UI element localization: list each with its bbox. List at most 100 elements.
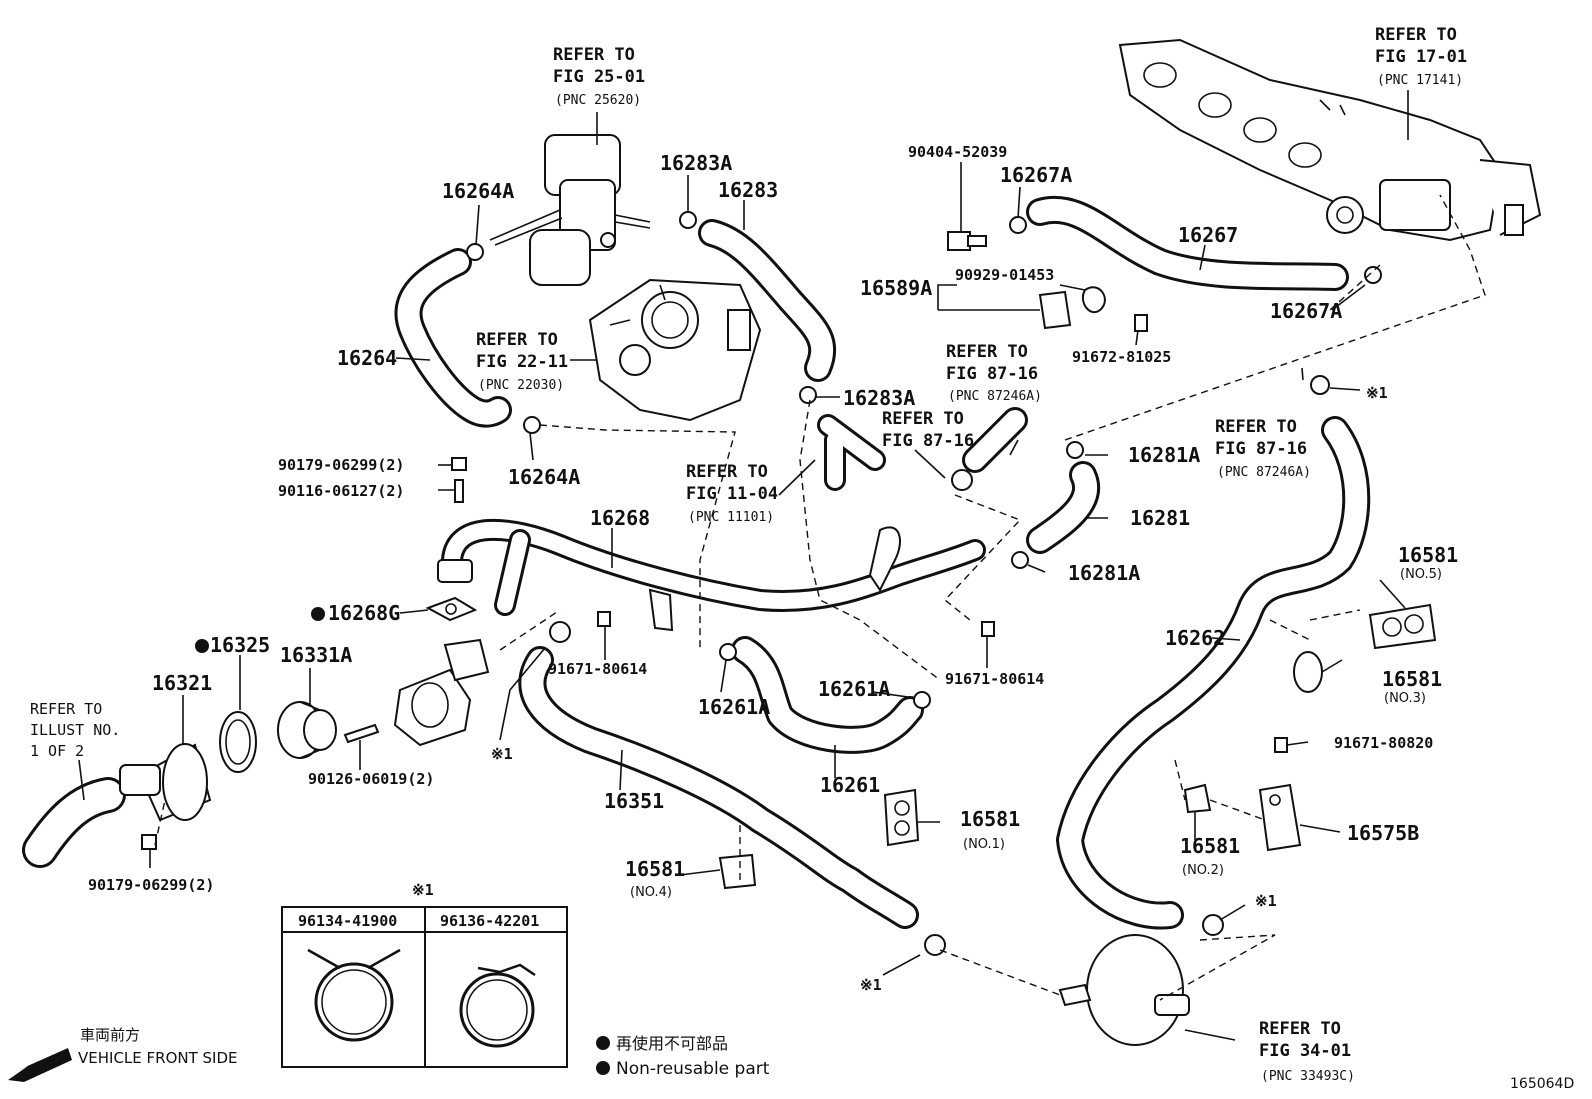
ref-fig-17-01-line1: REFER TO — [1375, 25, 1457, 45]
label-16575b: 16575B — [1347, 821, 1419, 845]
label-no2: (NO.2) — [1182, 863, 1224, 878]
dashed-guides — [154, 194, 1486, 1001]
clamp-table: ※1 96134-41900 96136-42201 — [281, 881, 568, 1068]
oil-cooler — [1058, 934, 1190, 1046]
ref-fig-87-16-c-line3: (PNC 87246A) — [1217, 465, 1311, 480]
label-mark1-b: ※1 — [1366, 384, 1388, 402]
label-16283a-mid: 16283A — [843, 386, 915, 410]
label-90929-01453: 90929-01453 — [955, 266, 1054, 284]
label-16581-no3: 16581 — [1382, 667, 1442, 691]
label-16281: 16281 — [1130, 506, 1190, 530]
ref-fig-22-11-line2: FIG 22-11 — [476, 352, 568, 372]
bolt-90404 — [947, 231, 987, 251]
ref-fig-25-01-line2: FIG 25-01 — [553, 67, 645, 87]
label-91671-80614-b: 91671-80614 — [945, 670, 1044, 688]
label-16281a-bottom: 16281A — [1068, 561, 1140, 585]
label-16267: 16267 — [1178, 223, 1238, 247]
clamp-16581-no2 — [1183, 783, 1212, 814]
legend-non-reusable-jp: 再使用不可部品 — [616, 1034, 728, 1053]
clamp-16581-no3 — [1293, 651, 1323, 693]
ref-fig-17-01-line3: (PNC 17141) — [1377, 73, 1463, 88]
label-16264a-bottom: 16264A — [508, 465, 580, 489]
diagram-code: 165064D — [1510, 1076, 1574, 1092]
spring-clamp-icon-2 — [459, 963, 536, 1048]
bracket-16575b — [1258, 783, 1302, 852]
label-16261a-right: 16261A — [818, 677, 890, 701]
label-16281a-top: 16281A — [1128, 443, 1200, 467]
ref-fig-34-01-line3: (PNC 33493C) — [1261, 1069, 1355, 1084]
label-16581-no5: 16581 — [1398, 543, 1458, 567]
label-16331a: 16331A — [280, 643, 352, 667]
legend-non-reusable-en: Non-reusable part — [616, 1059, 770, 1079]
label-90179-06299-bottom: 90179-06299(2) — [88, 876, 214, 894]
ref-fig-87-16-b-line1: REFER TO — [882, 409, 964, 429]
label-16581-no4: 16581 — [625, 857, 685, 881]
label-no3: (NO.3) — [1384, 691, 1426, 706]
components — [119, 38, 1542, 1046]
label-16264: 16264 — [337, 346, 397, 370]
ref-illust-line3: 1 OF 2 — [30, 742, 84, 760]
ref-fig-87-16-a-line1: REFER TO — [946, 342, 1028, 362]
thermostat-16331a — [277, 701, 337, 759]
clamp-table-title: ※1 — [412, 881, 434, 899]
clamp-16581-no1 — [883, 788, 920, 847]
spring-clamp-icon-1 — [307, 948, 401, 1042]
clamp-table-col1: 96134-41900 — [298, 912, 397, 930]
front-label-en: VEHICLE FRONT SIDE — [78, 1049, 238, 1067]
label-16264a-top: 16264A — [442, 179, 514, 203]
legend: 再使用不可部品 Non-reusable part 車両前方 VEHICLE F… — [8, 1026, 770, 1082]
part-labels: 16264A 16283A 16283 90404-52039 16267A 1… — [88, 143, 1458, 994]
ref-fig-87-16-b-line2: FIG 87-16 — [882, 431, 974, 451]
label-16581-no1: 16581 — [960, 807, 1020, 831]
clamp-16581-no4 — [718, 853, 757, 890]
clamp-table-col2: 96136-42201 — [440, 912, 539, 930]
hoses — [22, 195, 1371, 930]
label-16589a: 16589A — [860, 276, 932, 300]
ref-fig-25-01-line3: (PNC 25620) — [555, 93, 641, 108]
non-reusable-markers — [195, 607, 325, 653]
ref-illust-line1: REFER TO — [30, 700, 102, 718]
water-outlet-housing — [393, 638, 490, 747]
label-16267a-top: 16267A — [1000, 163, 1072, 187]
label-90404-52039: 90404-52039 — [908, 143, 1007, 161]
label-16261: 16261 — [820, 773, 880, 797]
label-mark1-a: ※1 — [491, 745, 513, 763]
label-16321: 16321 — [152, 671, 212, 695]
label-16283: 16283 — [718, 178, 778, 202]
ref-fig-22-11-line3: (PNC 22030) — [478, 378, 564, 393]
ref-fig-34-01-line1: REFER TO — [1259, 1019, 1341, 1039]
label-mark1-c: ※1 — [1255, 892, 1277, 910]
ref-fig-25-01-line1: REFER TO — [553, 45, 635, 65]
bracket-16589a — [1038, 290, 1072, 330]
ref-fig-87-16-a-line3: (PNC 87246A) — [948, 389, 1042, 404]
label-16268: 16268 — [590, 506, 650, 530]
label-16267a-right: 16267A — [1270, 299, 1342, 323]
label-16325: 16325 — [210, 633, 270, 657]
hose-clamps — [466, 211, 1382, 956]
label-16261a-left: 16261A — [698, 695, 770, 719]
label-90126-06019: 90126-06019(2) — [308, 770, 434, 788]
ref-fig-17-01-line2: FIG 17-01 — [1375, 47, 1467, 67]
ref-fig-11-04-line2: FIG 11-04 — [686, 484, 778, 504]
clamp-16581-no5 — [1368, 603, 1437, 650]
front-label-jp: 車両前方 — [80, 1026, 140, 1044]
label-16262: 16262 — [1165, 626, 1225, 650]
label-16351: 16351 — [604, 789, 664, 813]
reference-notes: REFER TO FIG 25-01 (PNC 25620) REFER TO … — [30, 25, 1467, 1084]
label-91671-80614-a: 91671-80614 — [548, 660, 647, 678]
exhaust-manifold — [1118, 38, 1542, 242]
ref-fig-34-01-line2: FIG 34-01 — [1259, 1041, 1351, 1061]
throttle-body — [588, 278, 762, 422]
label-90116-06127: 90116-06127(2) — [278, 482, 404, 500]
ref-fig-22-11-line1: REFER TO — [476, 330, 558, 350]
label-no5: (NO.5) — [1400, 567, 1442, 582]
label-no4: (NO.4) — [630, 885, 672, 900]
ref-fig-87-16-a-line2: FIG 87-16 — [946, 364, 1038, 384]
vehicle-front-arrow-icon — [8, 1048, 72, 1082]
ref-fig-87-16-c-line2: FIG 87-16 — [1215, 439, 1307, 459]
ref-illust-line2: ILLUST NO. — [30, 721, 120, 739]
ref-fig-11-04-line3: (PNC 11101) — [688, 510, 774, 525]
label-16581-no2: 16581 — [1180, 834, 1240, 858]
label-91672-81025: 91672-81025 — [1072, 348, 1171, 366]
